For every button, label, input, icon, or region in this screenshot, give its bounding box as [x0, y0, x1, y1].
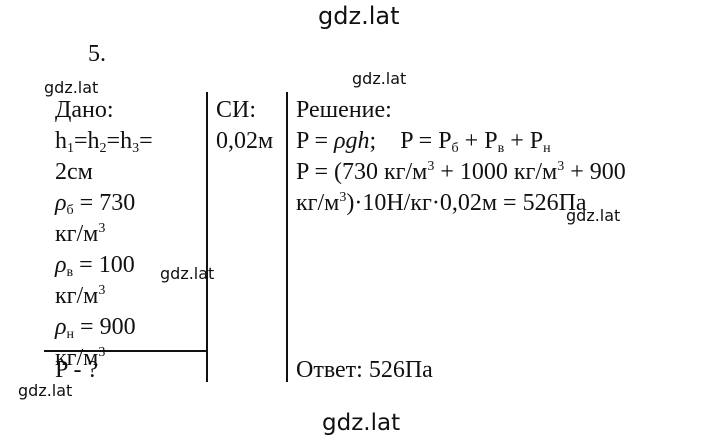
si-title: СИ: [216, 97, 257, 123]
si-section: СИ: 0,02м [216, 96, 273, 158]
solution-substitution: P = (730 кг/м3 + 1000 кг/м3 + 900 [296, 159, 626, 185]
given-rho-v: ρв = 100 [55, 252, 135, 280]
watermark-left-upper: gdz.lat [44, 78, 99, 97]
watermark-left-bottom: gdz.lat [18, 381, 73, 400]
solution-section: Решение: P = ρgh; P = Pб + Pв + Pн P = (… [296, 96, 626, 220]
watermark-mid-center: gdz.lat [160, 264, 215, 283]
solution-formula: P = ρgh; P = Pб + Pв + Pн [296, 128, 551, 156]
watermark-bottom: gdz.lat [322, 410, 401, 436]
divider-si-solution [286, 92, 288, 382]
divider-find [44, 350, 208, 352]
given-rho-b-unit: кг/м3 [55, 221, 106, 247]
given-height-value: 2см [55, 159, 93, 185]
given-title: Дано: [55, 97, 114, 123]
given-rho-n: ρн = 900 [55, 314, 136, 342]
given-rho-v-unit: кг/м3 [55, 283, 106, 309]
given-rho-b: ρб = 730 [55, 190, 136, 218]
watermark-right-mid: gdz.lat [566, 206, 621, 225]
solution-result: кг/м3)·10Н/кг·0,02м = 526Па [296, 190, 587, 216]
find-quantity: P - ? [55, 357, 99, 383]
watermark-mid-upper: gdz.lat [352, 69, 407, 88]
problem-number: 5. [88, 41, 106, 67]
solution-title: Решение: [296, 97, 392, 123]
si-value: 0,02м [216, 128, 274, 154]
watermark-top: gdz.lat [318, 2, 400, 30]
given-rho-n-unit: кг/м3 [55, 345, 106, 371]
given-section: Дано: h1=h2=h3= 2см ρб = 730 кг/м3 ρв = … [55, 96, 153, 375]
divider-given-si [206, 92, 208, 382]
given-heights: h1=h2=h3= [55, 128, 153, 156]
answer: Ответ: 526Па [296, 357, 433, 383]
